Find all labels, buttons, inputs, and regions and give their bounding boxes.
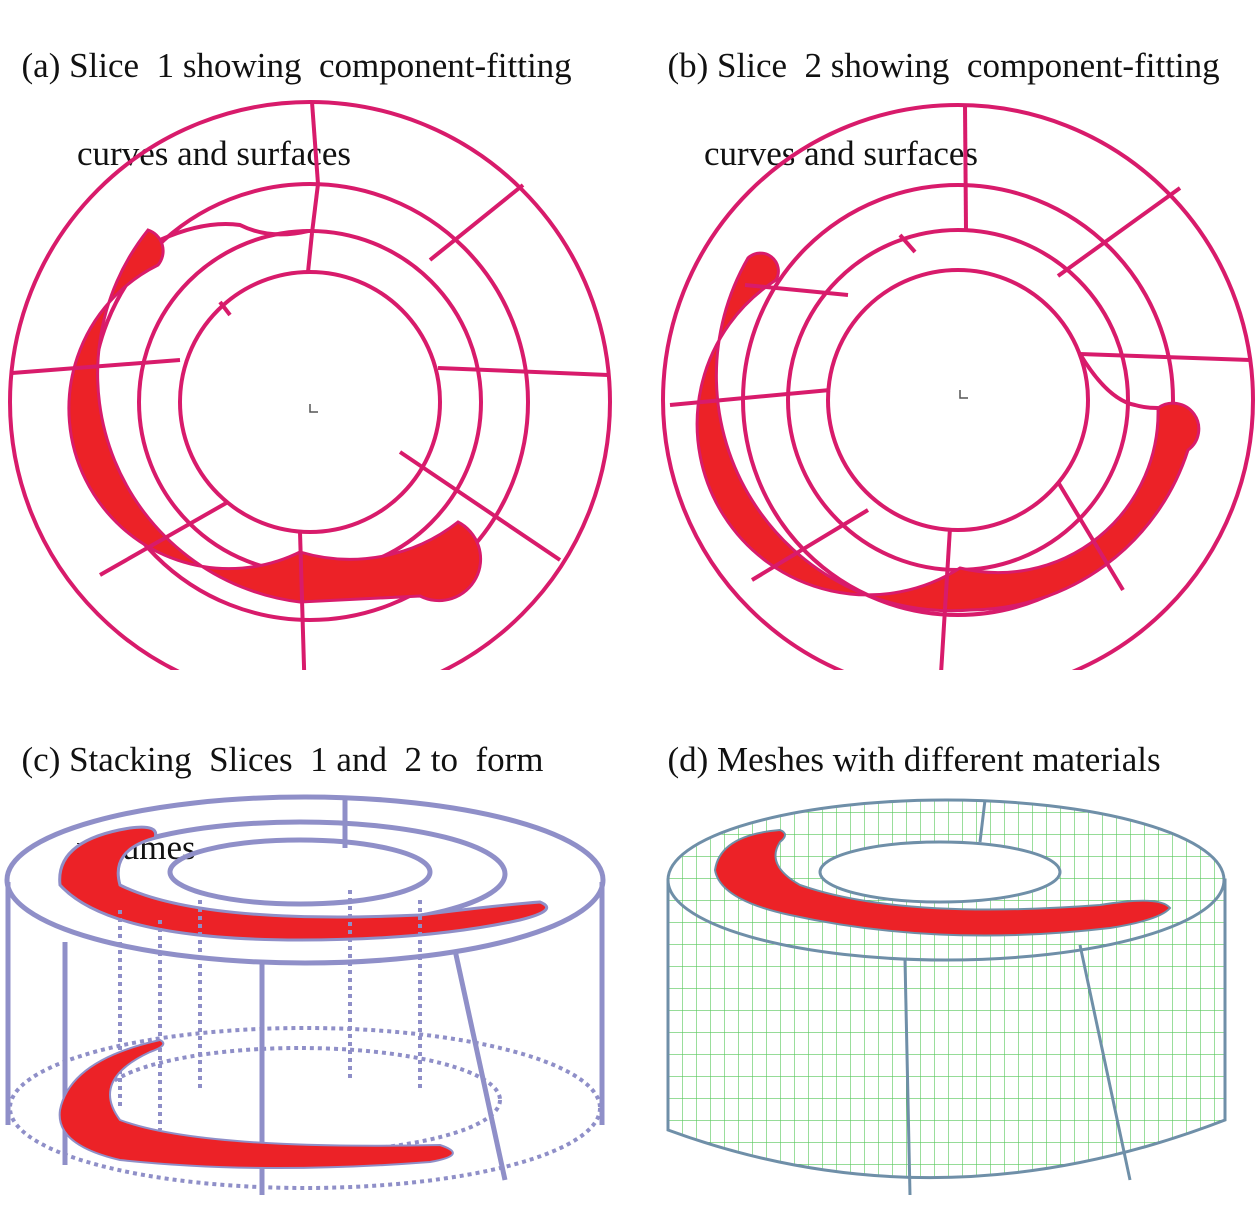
mesh-side-wall (666, 878, 1227, 1180)
mesh-inner-hole (818, 840, 1062, 904)
slice-2-radial-lines (669, 104, 1251, 670)
bottom-slice-wireframe (8, 890, 602, 1190)
caption-meshes: (d) Meshes with different materials (650, 694, 1161, 782)
origin-marker (309, 404, 318, 413)
caption-b-line1: (b) Slice 2 showing component-fitting (667, 46, 1220, 85)
caption-slice-2: (b) Slice 2 showing component-fitting cu… (650, 0, 1220, 220)
bottom-material-region (58, 1038, 454, 1170)
material-region-2 (695, 251, 1201, 613)
mesh-edges (903, 799, 1132, 1196)
caption-d-line1: (d) Meshes with different materials (667, 740, 1161, 779)
mesh-diagram (666, 798, 1227, 1196)
slice-1-diagram (8, 100, 612, 670)
caption-stacking: (c) Stacking Slices 1 and 2 to form volu… (4, 694, 544, 914)
inner-ring (178, 270, 442, 534)
top-material-region (58, 825, 549, 942)
outer-ring (661, 103, 1255, 670)
inner-ring (826, 268, 1090, 532)
stacked-volumes-diagram (4, 794, 606, 1195)
outer-ring (8, 100, 612, 670)
slice-2-diagram (661, 103, 1255, 670)
origin-marker (959, 390, 968, 399)
material-region-1 (67, 228, 483, 604)
slice-1-radial-lines (11, 101, 609, 670)
caption-slice-1: (a) Slice 1 showing component-fitting cu… (4, 0, 572, 220)
caption-a-line1: (a) Slice 1 showing component-fitting (21, 46, 572, 85)
inner-middle-ring (786, 228, 1130, 572)
mesh-material-region (713, 828, 1172, 937)
caption-a-line2: curves and surfaces (77, 134, 352, 173)
caption-c-line1: (c) Stacking Slices 1 and 2 to form (21, 740, 544, 779)
